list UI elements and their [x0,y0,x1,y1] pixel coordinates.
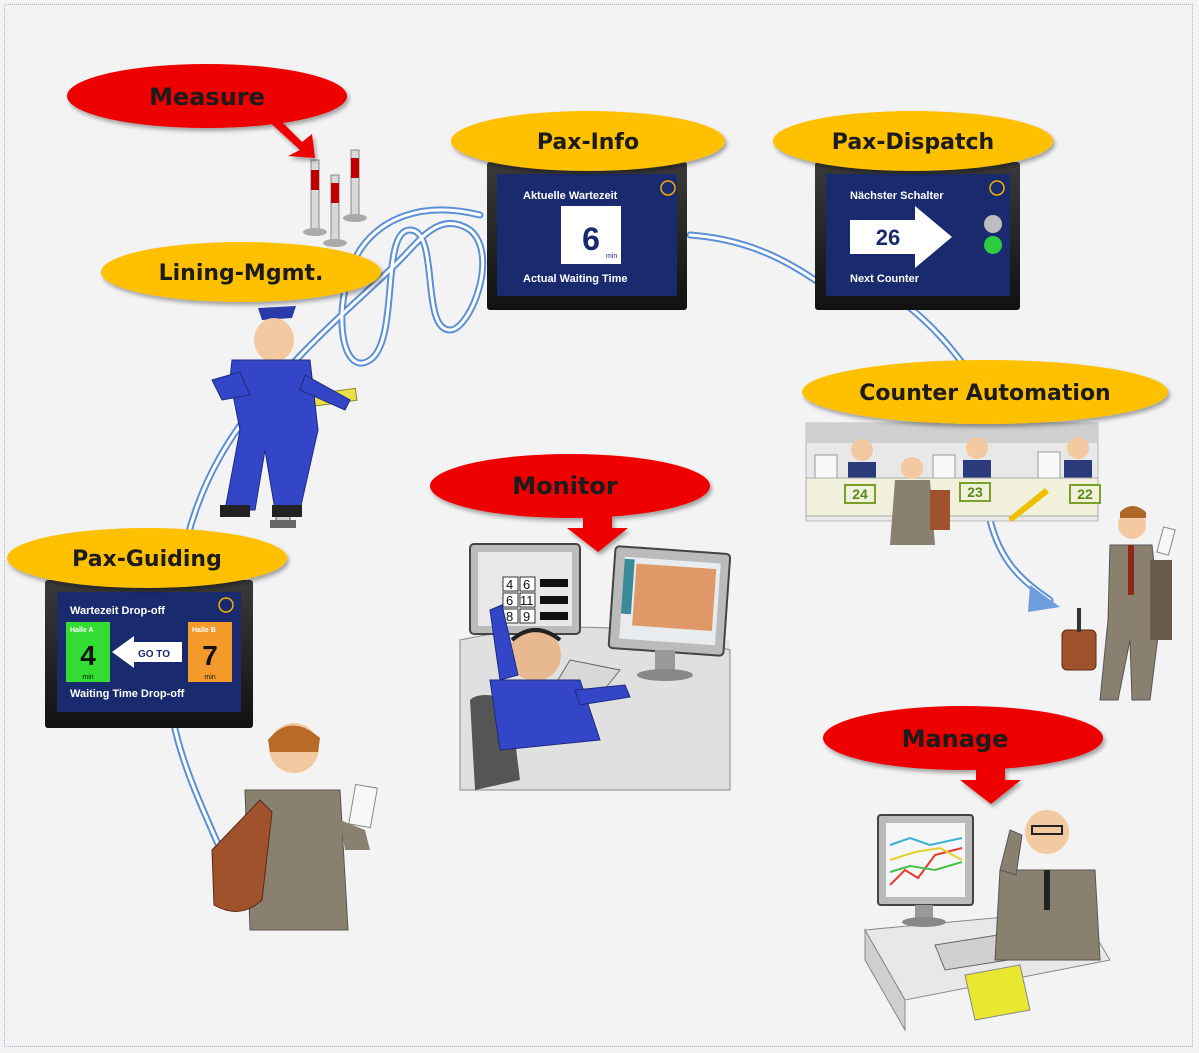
dispatch-bottom-text: Next Counter [850,273,920,285]
info-bottom-text: Actual Waiting Time [523,273,628,285]
chart-line-green [889,861,963,873]
console-key: 11 [520,593,534,608]
pax-guiding-label: Pax-Guiding [72,547,222,572]
console-key: 9 [523,609,530,624]
traveler-with-bag-figure [211,723,378,931]
airline-logo-icon [989,180,1005,196]
chart-line-yellow [889,846,963,861]
pax-info-label: Pax-Info [537,130,639,155]
left-hall-wait-value: 4 [80,640,96,671]
pax-guiding-display: Wartezeit Drop-off Halle A 4 min GO TO H… [45,580,253,728]
counter-number-24: 24 [852,486,868,502]
monitor-label: Monitor [512,472,618,500]
status-light-grey-icon [984,215,1002,233]
stage-monitor: Monitor [430,454,710,552]
monitor-down-arrow-icon [567,515,628,552]
left-hall-label: Halle A [70,627,93,634]
left-hall-wait-unit: min [82,674,93,681]
queue-attendant-figure [211,306,358,528]
info-wait-value: 6 [582,221,600,257]
right-hall-label: Halle B [192,627,216,634]
console-key: 6 [506,593,513,608]
info-top-text: Aktuelle Wartezeit [523,190,618,202]
go-to-arrow-icon [112,636,182,668]
airline-logo-icon [660,180,676,196]
dispatch-top-text: Nächster Schalter [850,190,944,202]
right-hall-wait-unit: min [204,674,215,681]
dispatch-arrow-icon [850,206,952,268]
passenger-flow-path [164,206,1060,864]
stage-counter-automation: Counter Automation [802,360,1168,424]
operator-workstation: 4 6 6 11 8 9 [459,543,732,791]
pax-info-display: Aktuelle Wartezeit 6 min Actual Waiting … [487,162,687,310]
airline-logo-icon [218,597,234,613]
counter-automation-label: Counter Automation [859,381,1110,406]
counter-number-23: 23 [967,484,983,500]
flow-arrowhead-icon [1028,585,1060,612]
console-key: 6 [523,577,530,592]
counter-row-illustration: 24 23 22 [805,422,1101,545]
console-key: 8 [506,609,513,624]
guiding-bottom-text: Waiting Time Drop-off [70,688,185,700]
stage-measure: Measure [67,64,347,158]
walking-traveler-figure [1061,506,1176,701]
guiding-top-text: Wartezeit Drop-off [70,605,165,617]
stage-pax-info: Pax-Info [451,111,725,171]
stage-pax-dispatch: Pax-Dispatch [773,111,1053,171]
counter-number-22: 22 [1077,486,1093,502]
manage-label: Manage [902,725,1009,753]
go-to-text: GO TO [138,649,170,660]
diagram-frame [4,4,1193,1047]
stage-lining-mgmt: Lining-Mgmt. [101,242,381,302]
lining-mgmt-label: Lining-Mgmt. [159,261,324,286]
console-key: 4 [506,577,513,592]
queue-stanchions-icon [303,149,367,247]
right-hall-wait-value: 7 [202,640,218,671]
chart-line-blue [889,836,963,847]
measure-label: Measure [149,83,265,111]
status-light-green-icon [984,236,1002,254]
chart-line-red [889,847,963,886]
console-keypad: 4 6 6 11 8 9 [502,576,568,624]
stage-pax-guiding: Pax-Guiding [7,528,287,588]
dispatch-counter-value: 26 [876,225,900,250]
manage-down-arrow-icon [960,767,1021,804]
pax-dispatch-display: Nächster Schalter 26 Next Counter [815,162,1020,310]
stage-manage: Manage [823,706,1103,804]
info-wait-unit: min [606,253,617,260]
pax-dispatch-label: Pax-Dispatch [832,130,994,155]
manager-workstation [864,810,1111,1032]
